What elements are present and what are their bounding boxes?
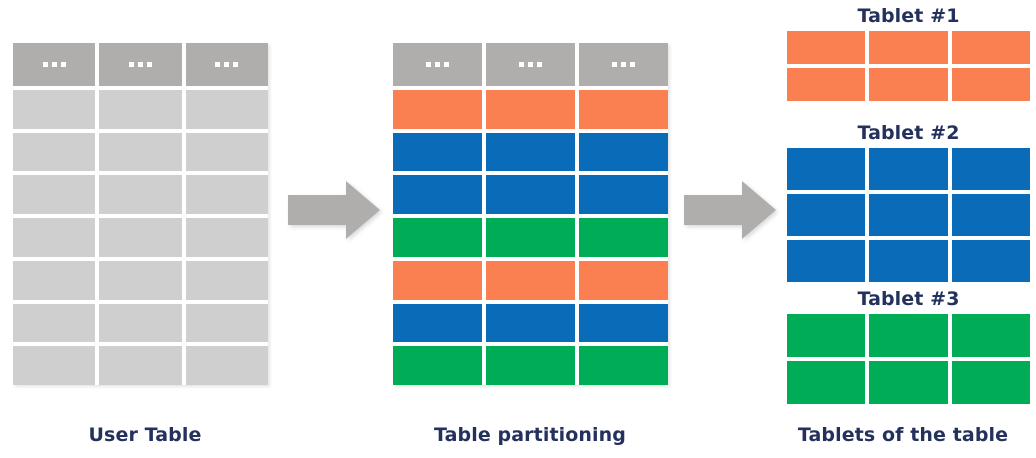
- user-table-cell: [185, 218, 268, 257]
- partitioned-table-cell: [393, 260, 482, 300]
- user-table-cell: [99, 303, 182, 343]
- tablet-3-cell: [951, 361, 1030, 404]
- tablet-2-cell: [869, 240, 948, 282]
- user-table-cell: [13, 346, 96, 385]
- user-table-header-cell: [99, 43, 182, 86]
- partitioned-table-cell: [579, 132, 668, 172]
- tablet-1-cell: [787, 68, 866, 101]
- user-table-header-cell: [185, 43, 268, 86]
- tablet-1-grid: [787, 31, 1030, 101]
- ellipsis-icon: [128, 62, 152, 67]
- partitioned-table-cell: [393, 303, 482, 343]
- tablet-1-cell: [951, 31, 1030, 64]
- caption-tablets-of-the-table: Tablets of the table: [797, 424, 1009, 446]
- ellipsis-icon: [215, 62, 239, 67]
- user-table-cell: [99, 218, 182, 257]
- partitioned-table-header-cell: [579, 43, 668, 86]
- tablet-block-3: Tablet #3: [787, 288, 1030, 404]
- user-table-cell: [99, 90, 182, 129]
- ellipsis-icon: [426, 62, 449, 67]
- partitioned-table-cell: [579, 346, 668, 385]
- user-table-cell: [185, 303, 268, 343]
- tablet-2-grid: [787, 148, 1030, 282]
- partitioned-table-header-cell: [486, 43, 575, 86]
- tablet-2-title: Tablet #2: [857, 122, 960, 144]
- user-table-cell: [99, 260, 182, 300]
- tablet-2-cell: [869, 194, 948, 236]
- user-table-cell: [13, 260, 96, 300]
- partitioned-table: [393, 43, 668, 385]
- tablet-2-cell: [951, 240, 1030, 282]
- partitioned-table-cell: [579, 90, 668, 129]
- tablet-3-cell: [787, 361, 866, 404]
- partitioned-table-cell: [486, 90, 575, 129]
- partitioned-table-cell: [579, 303, 668, 343]
- tablet-3-cell: [951, 314, 1030, 357]
- tablet-1-title: Tablet #1: [857, 5, 960, 27]
- partitioned-table-cell: [393, 175, 482, 215]
- partitioned-table-cell: [486, 175, 575, 215]
- partitioned-table-cell: [393, 90, 482, 129]
- arrow-user-to-partition-icon: [288, 181, 380, 239]
- tablet-1-cell: [951, 68, 1030, 101]
- tablet-1-cell: [869, 31, 948, 64]
- user-table-cell: [99, 175, 182, 215]
- user-table-cell: [13, 218, 96, 257]
- tablet-2-cell: [787, 148, 866, 190]
- partitioned-table-cell: [579, 218, 668, 257]
- tablet-2-cell: [951, 194, 1030, 236]
- tablet-3-title: Tablet #3: [857, 288, 960, 310]
- tablet-1-cell: [869, 68, 948, 101]
- user-table-cell: [185, 132, 268, 172]
- ellipsis-icon: [519, 62, 542, 67]
- user-table-cell: [99, 346, 182, 385]
- tablet-block-1: Tablet #1: [787, 5, 1030, 101]
- user-table-cell: [185, 175, 268, 215]
- user-table-header-cell: [13, 43, 96, 86]
- partitioned-table-cell: [579, 175, 668, 215]
- tablet-1-cell: [787, 31, 866, 64]
- user-table-cell: [99, 132, 182, 172]
- partitioned-table-cell: [393, 132, 482, 172]
- user-table-cell: [13, 90, 96, 129]
- user-table-cell: [13, 303, 96, 343]
- user-table-cell: [185, 90, 268, 129]
- partitioned-table-cell: [579, 260, 668, 300]
- tablet-2-cell: [787, 240, 866, 282]
- partitioned-table-cell: [393, 218, 482, 257]
- user-table-cell: [13, 175, 96, 215]
- arrow-partition-to-tablets-icon: [684, 181, 776, 239]
- user-table: [13, 43, 268, 385]
- tablet-block-2: Tablet #2: [787, 122, 1030, 282]
- tablet-2-cell: [951, 148, 1030, 190]
- partitioned-table-cell: [486, 218, 575, 257]
- caption-user-table: User Table: [88, 424, 202, 446]
- partitioned-table-cell: [486, 260, 575, 300]
- user-table-cell: [185, 346, 268, 385]
- tablet-2-cell: [869, 148, 948, 190]
- tablet-3-cell: [869, 314, 948, 357]
- tablet-3-cell: [869, 361, 948, 404]
- partitioned-table-cell: [486, 303, 575, 343]
- partitioned-table-header-cell: [393, 43, 482, 86]
- user-table-cell: [185, 260, 268, 300]
- partitioned-table-cell: [486, 346, 575, 385]
- partitioned-table-cell: [393, 346, 482, 385]
- partitioned-table-cell: [486, 132, 575, 172]
- tablet-2-cell: [787, 194, 866, 236]
- tablet-3-grid: [787, 314, 1030, 404]
- user-table-cell: [13, 132, 96, 172]
- ellipsis-icon: [612, 62, 635, 67]
- ellipsis-icon: [42, 62, 66, 67]
- tablet-3-cell: [787, 314, 866, 357]
- caption-table-partitioning: Table partitioning: [434, 424, 626, 446]
